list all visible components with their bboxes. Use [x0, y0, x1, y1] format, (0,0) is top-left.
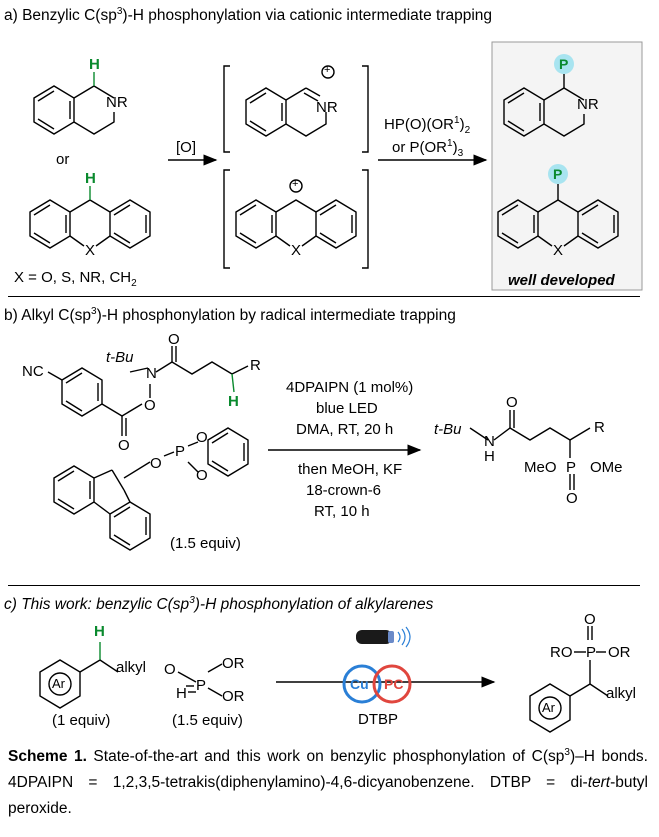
- n-label: N: [146, 365, 157, 382]
- phosphite-equiv-label: (1.5 equiv): [170, 535, 241, 552]
- prod-p-label: P: [566, 459, 577, 476]
- pc-label: PC: [384, 676, 404, 692]
- xanthene-h-label: H: [85, 170, 96, 187]
- c-equiv1-label: (1 equiv): [52, 712, 111, 729]
- product2-x-label: X: [553, 242, 564, 259]
- xanthene-structure: [29, 186, 151, 249]
- product2-p-label: P: [553, 166, 563, 182]
- condition-3: DMA, RT, 20 h: [296, 421, 394, 438]
- x-definition: X = O, S, NR, CH2: [14, 269, 137, 289]
- iminium-nr-label: NR: [316, 99, 338, 116]
- section-b-title: b) Alkyl C(sp3)-H phosphonylation by rad…: [4, 306, 456, 325]
- reagent-line-1: HP(O)(OR1)2: [384, 115, 471, 136]
- xanthene-phosphonate: [497, 164, 619, 249]
- condition-5: 18-crown-6: [306, 482, 382, 499]
- c-or2-label: OR: [222, 688, 245, 705]
- thiq-nr-label: NR: [106, 94, 128, 111]
- xanthylium-structure: [235, 179, 357, 249]
- phosphite-o2-label: O: [196, 429, 208, 446]
- dtbp-label: DTBP: [358, 711, 399, 728]
- iminium-structure: [245, 65, 335, 137]
- xanthylium-plus: +: [292, 178, 299, 190]
- c-ar-label: Ar: [52, 676, 65, 691]
- c-prod-ro-label: RO: [550, 644, 573, 661]
- scheme-caption: Scheme 1. State-of-the-art and this work…: [8, 747, 648, 818]
- alkylarene-structure: [39, 642, 119, 709]
- nc-label: NC: [22, 363, 44, 380]
- tbu-label: t-Bu: [106, 349, 134, 366]
- phosphite-p-label: P: [175, 443, 186, 460]
- phosphite-o3-label: O: [196, 467, 208, 484]
- blue-led-icon: [356, 626, 411, 648]
- thiq-phosphonate: [503, 54, 585, 137]
- or-label: or: [56, 151, 70, 168]
- r-label: R: [250, 357, 261, 374]
- nhpi-ester-structure: [47, 346, 249, 436]
- c-alkyl-label: alkyl: [116, 659, 147, 676]
- prod-ome-label: OMe: [590, 459, 623, 476]
- reagent-line-2: or P(OR1)3: [392, 138, 464, 159]
- ester-o-label: O: [144, 397, 156, 414]
- green-h-label: H: [228, 393, 239, 410]
- prod-o-label: O: [506, 394, 518, 411]
- prod-r-label: R: [594, 419, 605, 436]
- c-prod-ar-label: Ar: [542, 700, 555, 715]
- condition-4: then MeOH, KF: [298, 461, 403, 478]
- cu-label: Cu: [350, 676, 369, 692]
- c-prod-alkyl-label: alkyl: [606, 685, 637, 702]
- prod-nh-label: H: [484, 448, 495, 465]
- c-product-structure: [529, 626, 609, 733]
- section-c-title: c) This work: benzylic C(sp3)-H phosphon…: [4, 595, 434, 614]
- fluorenyl-phosphite-structure: [53, 427, 249, 551]
- xanthylium-x-label: X: [291, 242, 302, 259]
- cu-catalyst-icon: [342, 664, 382, 704]
- c-p-label: P: [196, 677, 207, 694]
- thiq-h-label: H: [89, 56, 100, 73]
- c-o-label: O: [164, 661, 176, 678]
- well-developed-label: well developed: [508, 272, 615, 289]
- divider-a-b: [8, 296, 640, 297]
- oxidant-label: [O]: [176, 139, 197, 156]
- section-a-title: a) Benzylic C(sp3)-H phosphonylation via…: [4, 6, 493, 25]
- divider-b-c: [8, 585, 640, 586]
- ester-carbonyl-o-label: O: [118, 437, 130, 454]
- iminium-plus: +: [324, 64, 331, 76]
- phosphite-o-label: O: [150, 455, 162, 472]
- condition-1: 4DPAIPN (1 mol%): [286, 379, 414, 396]
- prod-meo-label: MeO: [524, 459, 557, 476]
- prod-n-label: N: [484, 433, 495, 450]
- reaction-scheme: [29, 41, 643, 733]
- c-green-h-label: H: [94, 623, 105, 640]
- condition-2: blue LED: [316, 400, 378, 417]
- c-prod-p-label: P: [586, 644, 597, 661]
- xanthene-x-label: X: [85, 242, 96, 259]
- c-h-label: H: [176, 685, 187, 702]
- c-prod-o-label: O: [584, 611, 596, 628]
- thiq-structure: [33, 72, 115, 135]
- c-equiv2-label: (1.5 equiv): [172, 712, 243, 729]
- h-phosphonate-structure: [177, 663, 223, 697]
- product-box: [491, 41, 643, 291]
- b-product-structure: [469, 410, 591, 490]
- carbonyl-o-label: O: [168, 331, 180, 348]
- product1-p-label: P: [559, 56, 569, 72]
- prod-tbu-label: t-Bu: [434, 421, 462, 438]
- condition-6: RT, 10 h: [314, 503, 370, 520]
- c-or1-label: OR: [222, 655, 245, 672]
- c-prod-or-label: OR: [608, 644, 631, 661]
- pc-catalyst-icon: [372, 664, 412, 704]
- product1-nr-label: NR: [577, 96, 599, 113]
- prod-po-label: O: [566, 490, 578, 507]
